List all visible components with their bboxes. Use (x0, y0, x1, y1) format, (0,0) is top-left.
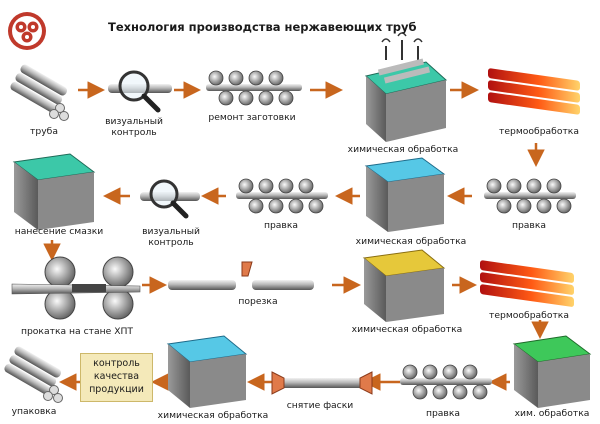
magnifier-icon (108, 70, 172, 113)
rolling-mill-icon (11, 256, 141, 320)
step-label: хим. обработка (514, 408, 590, 419)
step-label: термообработка (489, 310, 569, 321)
step-label: труба (30, 126, 58, 137)
step-label: контроль качества продукции (89, 358, 144, 395)
cut-pipe-icon (271, 371, 373, 395)
chemical-tank-icon (364, 32, 448, 142)
step-label: правка (511, 220, 547, 231)
step-label: термообработка (499, 126, 579, 137)
rollers-icon (484, 178, 576, 214)
chemical-tank-icon (12, 153, 96, 230)
step-label: упаковка (11, 406, 57, 417)
cut-pipe-icon (168, 261, 314, 290)
step-label: химическая обработка (355, 236, 467, 247)
step-label: визуальный контроль (105, 116, 163, 138)
step-label: визуальный контроль (142, 226, 200, 248)
step-label: порезка (238, 296, 278, 307)
magnifier-icon (140, 179, 200, 219)
step-label: химическая обработка (351, 324, 463, 335)
flow-arrows (43, 81, 549, 391)
chemical-tank-icon (512, 335, 592, 408)
quality-control-box: контроль качества продукции (80, 353, 153, 402)
heated-pipes-icon (480, 260, 574, 307)
step-label: прокатка на стане ХПТ (20, 326, 134, 337)
heated-pipes-icon (488, 68, 580, 115)
pipe-bundle-icon (4, 346, 63, 403)
chemical-tank-icon (364, 157, 446, 232)
step-label: химическая обработка (157, 410, 269, 421)
step-label: нанесение смазки (14, 226, 104, 237)
step-label: снятие фаски (286, 400, 354, 411)
rollers-icon (236, 178, 328, 214)
step-label: химическая обработка (347, 144, 459, 155)
logo-icon (8, 12, 46, 50)
step-label: правка (263, 220, 299, 231)
rollers-icon (400, 364, 492, 400)
pipe-bundle-icon (10, 64, 69, 121)
diagram-title: Технология производства нержавеющих труб (108, 20, 417, 34)
step-label: ремонт заготовки (208, 112, 296, 123)
chemical-tank-icon (166, 335, 248, 408)
step-label: правка (425, 408, 461, 419)
rollers-icon (206, 70, 302, 106)
chemical-tank-icon (362, 249, 446, 322)
